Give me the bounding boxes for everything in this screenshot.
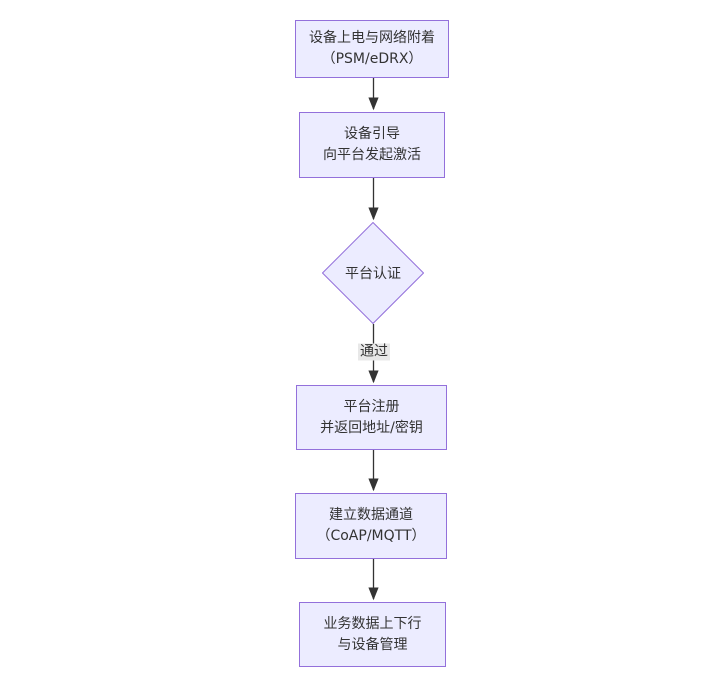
- edge-label-pass: 通过: [358, 343, 390, 361]
- node-platform-auth: 平台认证: [322, 222, 424, 324]
- node-data-channel: 建立数据通道 （CoAP/MQTT）: [295, 493, 447, 559]
- diamond-shape: [322, 222, 424, 324]
- node-data-channel-line2: （CoAP/MQTT）: [316, 528, 426, 544]
- node-bootstrap-line2: 向平台发起激活: [323, 147, 421, 163]
- node-register-line2: 并返回地址/密钥: [320, 419, 423, 436]
- node-platform-auth-label: 平台认证: [345, 266, 401, 282]
- node-power-attach: 设备上电与网络附着 （PSM/eDRX）: [295, 20, 449, 78]
- node-power-attach-line2: （PSM/eDRX）: [321, 51, 423, 67]
- node-bootstrap-line1: 设备引导: [344, 126, 400, 142]
- node-power-attach-line1: 设备上电与网络附着: [309, 30, 435, 46]
- node-business-line2: 与设备管理: [337, 636, 408, 653]
- node-bootstrap: 设备引导 向平台发起激活: [299, 112, 445, 178]
- node-business: 业务数据上下行 与设备管理: [299, 602, 446, 667]
- node-business-line1: 业务数据上下行: [323, 615, 422, 632]
- node-data-channel-line1: 建立数据通道: [329, 507, 413, 523]
- node-register-line1: 平台注册: [343, 398, 400, 415]
- node-register: 平台注册 并返回地址/密钥: [296, 385, 447, 450]
